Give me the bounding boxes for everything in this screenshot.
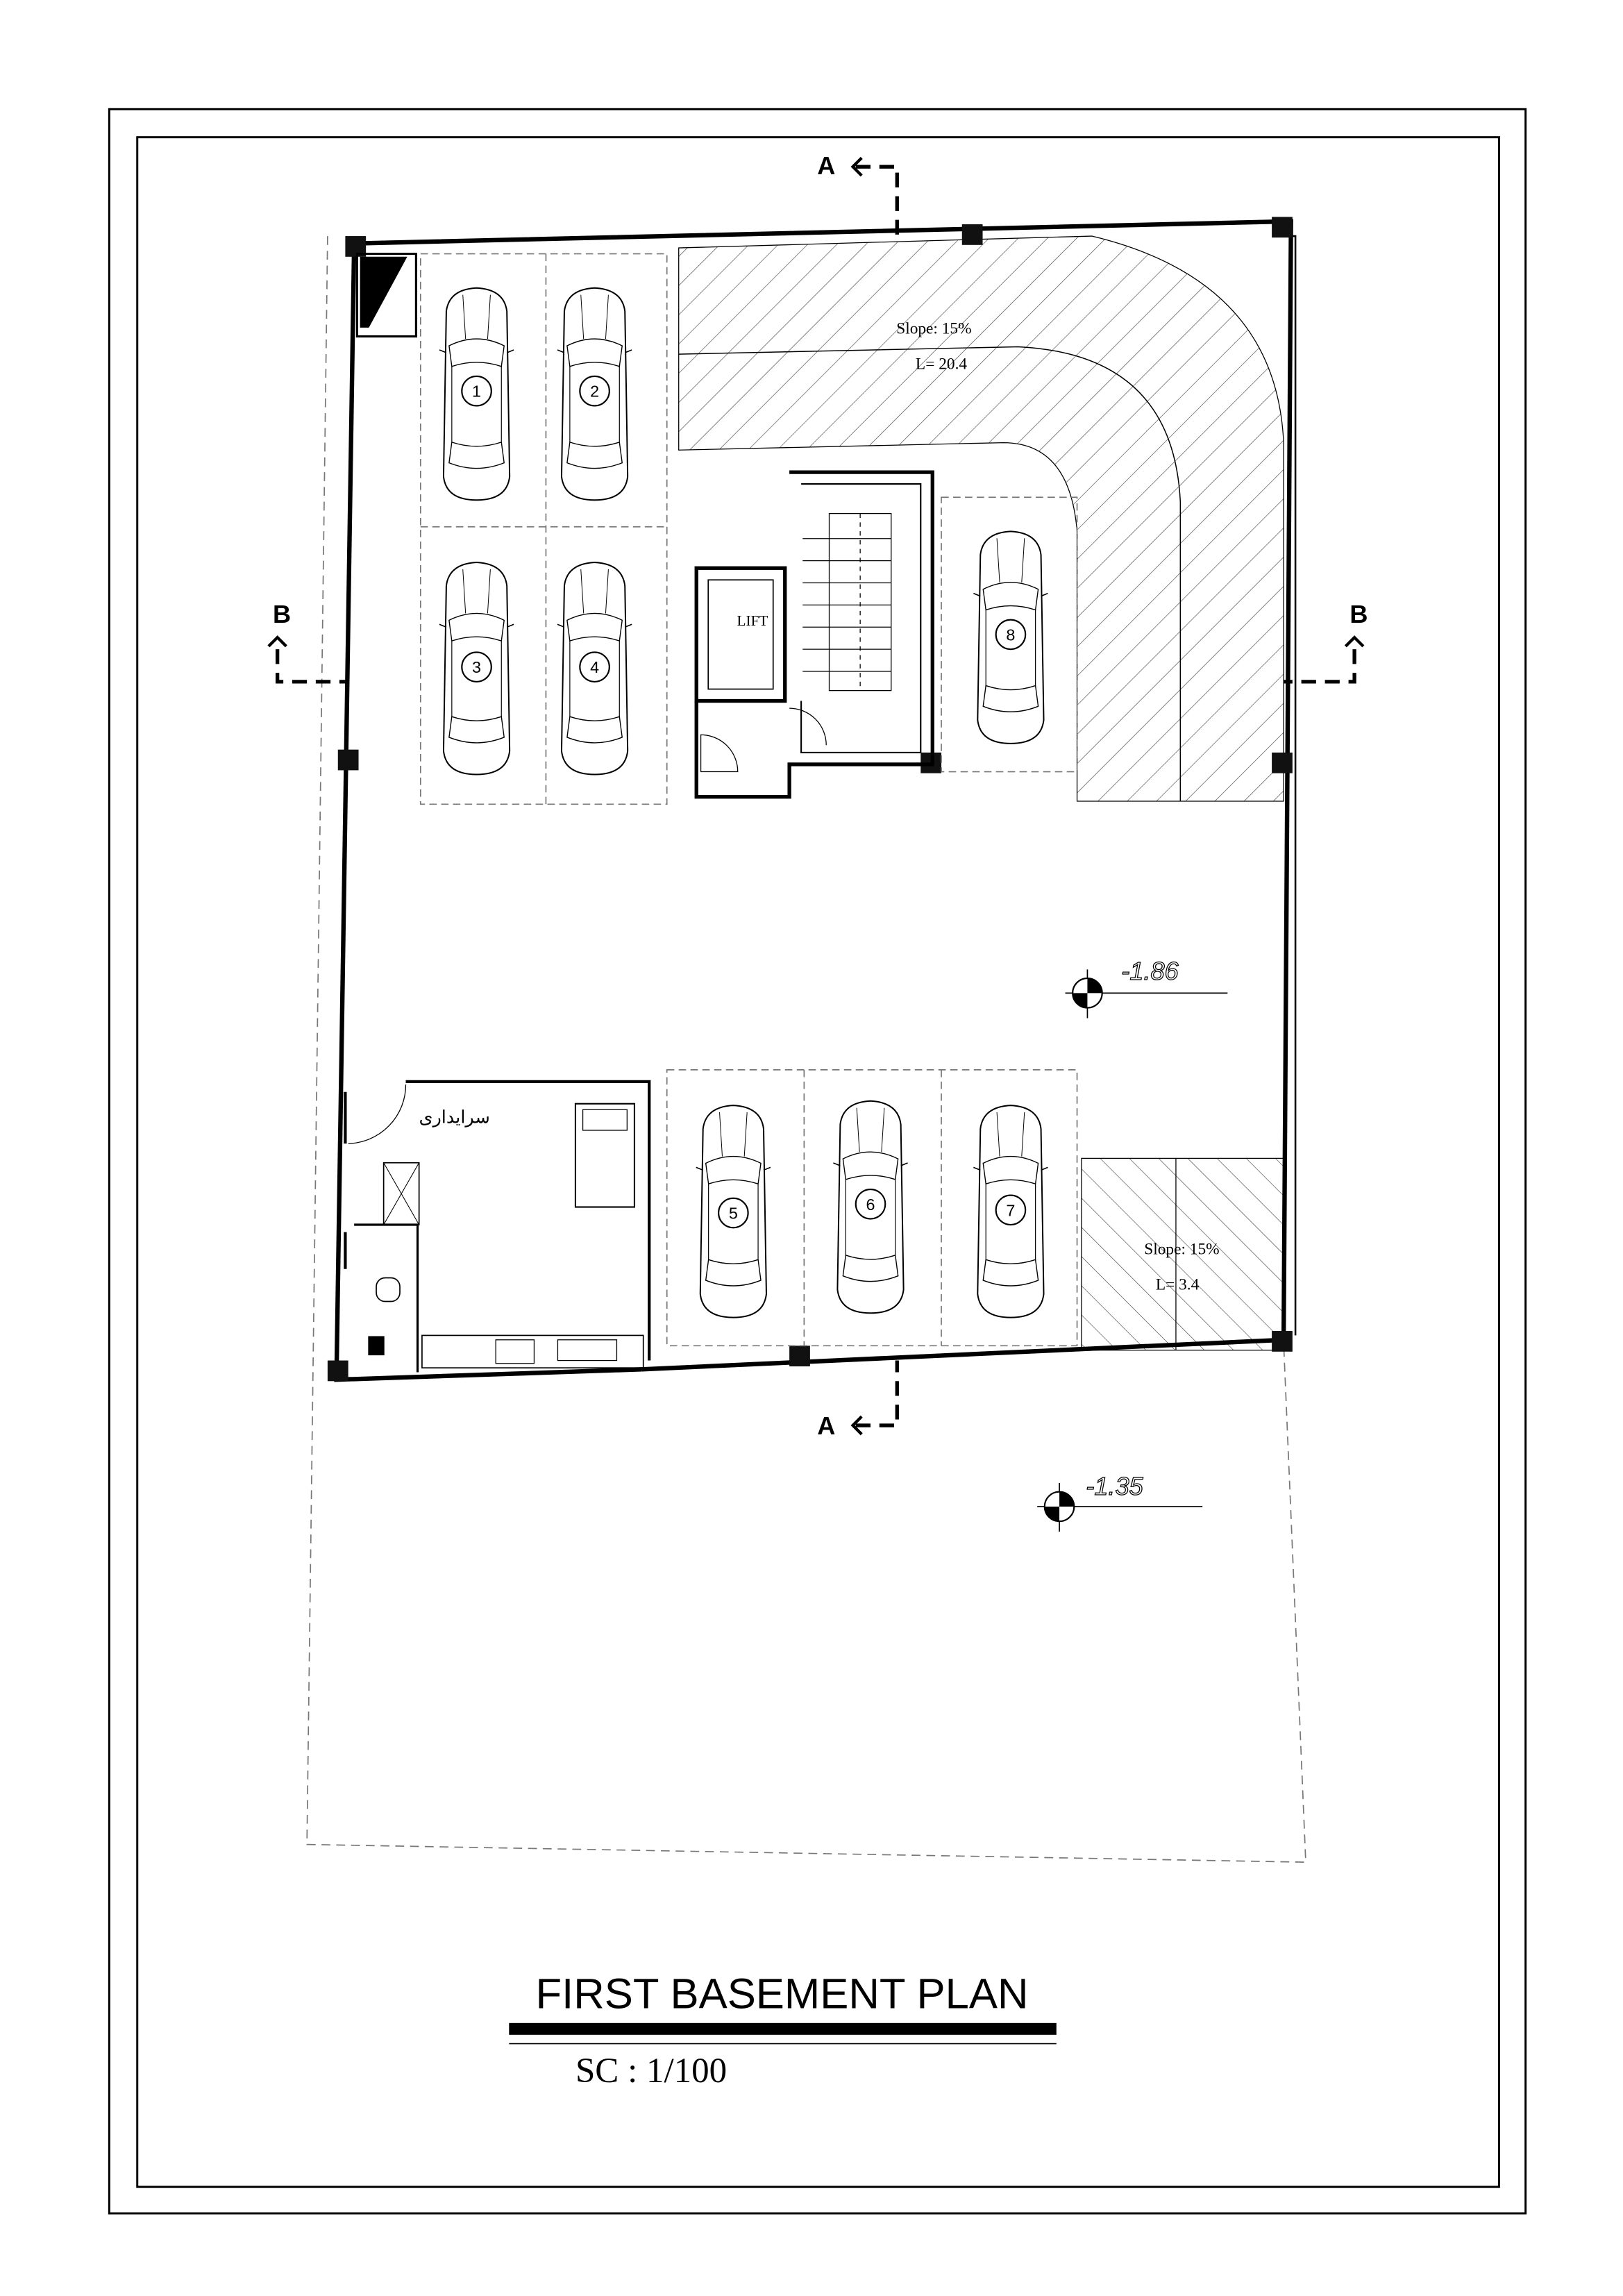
ramp-divider	[678, 346, 1181, 802]
section-lines	[267, 156, 1365, 1436]
title-underline	[509, 2022, 1057, 2035]
parking-spot-6: 6	[832, 1100, 909, 1314]
svg-text:6: 6	[866, 1196, 875, 1214]
ramp-bottom	[1081, 1157, 1284, 1351]
ramp-top	[678, 235, 1284, 802]
svg-text:1: 1	[472, 383, 481, 401]
parking-spot-8: 8	[973, 530, 1049, 744]
section-a-bottom: A	[817, 1411, 835, 1440]
parking-spot-1: 1	[438, 287, 515, 501]
svg-text:4: 4	[590, 658, 599, 676]
caretaker-room	[344, 1080, 651, 1373]
svg-text:7: 7	[1006, 1201, 1015, 1219]
section-b-left: B	[273, 600, 291, 628]
parking-spot-2: 2	[556, 287, 633, 501]
caretaker-room-label: سرایداری	[419, 1107, 489, 1128]
svg-text:2: 2	[590, 383, 599, 401]
elevation-marker-1: -1.86	[1065, 957, 1228, 1019]
elevation-label: -1.35	[1086, 1472, 1143, 1500]
svg-text:5: 5	[729, 1205, 738, 1223]
svg-text:3: 3	[472, 658, 481, 676]
lift-shaft	[694, 566, 787, 703]
drawing-scale: SC : 1/100	[575, 2052, 727, 2090]
stair-core	[694, 470, 934, 799]
parking-bays	[419, 253, 1078, 1347]
section-b-right: B	[1349, 600, 1368, 628]
parking-spot-5: 5	[695, 1105, 771, 1318]
section-a-top: A	[817, 151, 835, 180]
outer-frame	[108, 108, 1527, 2215]
parking-spot-3: 3	[438, 561, 515, 776]
ramp-bottom-length: L= 3.4	[1156, 1276, 1200, 1294]
parking-spot-4: 4	[556, 561, 633, 776]
elevation-label: -1.86	[1121, 957, 1179, 985]
parking-spot-7: 7	[973, 1105, 1049, 1318]
ramp-top-slope: Slope: 15%	[896, 319, 971, 337]
drawing-title: FIRST BASEMENT PLAN	[535, 1970, 1028, 2018]
lift-label: LIFT	[737, 612, 768, 629]
ramp-bottom-slope: Slope: 15%	[1144, 1241, 1219, 1259]
site-boundary	[306, 236, 1306, 1863]
svg-text:8: 8	[1006, 626, 1015, 644]
inner-frame	[136, 136, 1500, 2188]
ramp-top-length: L= 20.4	[916, 355, 967, 373]
elevation-marker-2: -1.35	[1037, 1471, 1203, 1532]
